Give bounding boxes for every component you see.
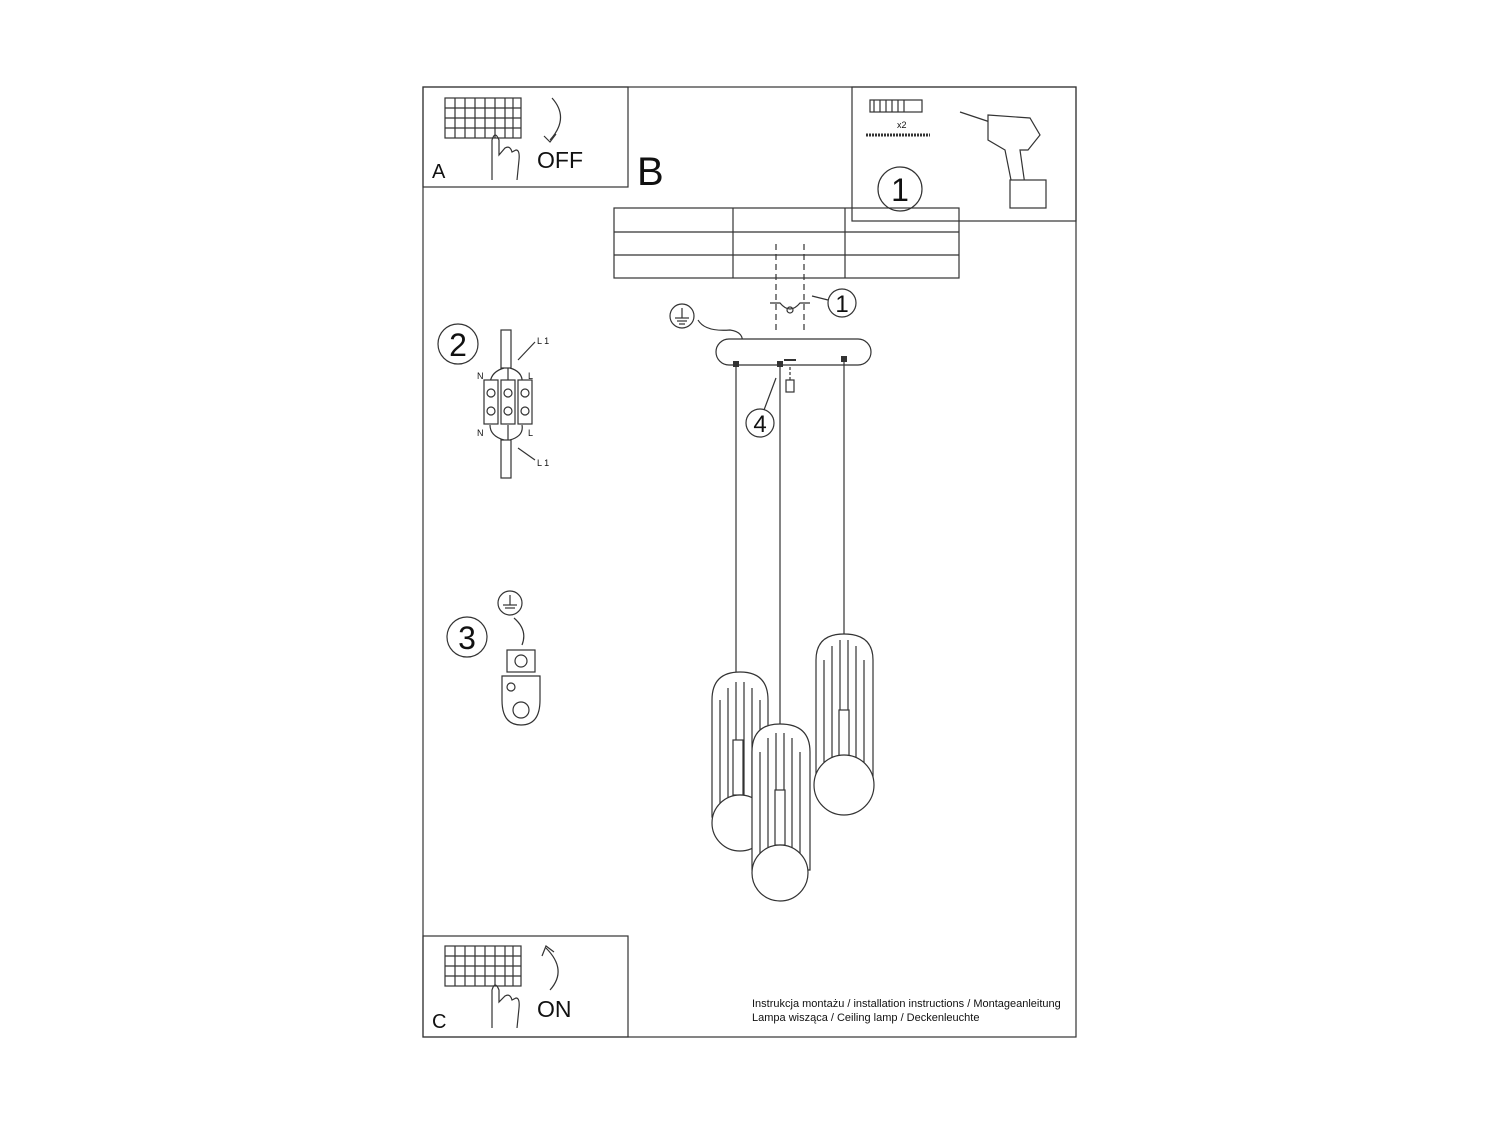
ground-diagram: 3 — [446, 590, 541, 726]
svg-text:N: N — [477, 428, 484, 438]
screw-step-number: 4 — [753, 411, 766, 438]
svg-text:L: L — [528, 428, 533, 438]
wiring-step-number: 2 — [449, 327, 467, 363]
breaker-box-icon — [444, 97, 522, 139]
pendant-shade-center — [751, 723, 811, 902]
ceiling-slab — [613, 207, 960, 279]
mounting-screws — [775, 244, 805, 330]
hand-icon — [491, 134, 520, 181]
panel-a-power-off: A OFF — [422, 86, 629, 188]
panel-c-power-on: C ON — [422, 935, 629, 1038]
tools-step-circle — [877, 166, 923, 212]
wall-plug-icon — [869, 99, 923, 113]
outer-frame — [422, 86, 1077, 1038]
bracket-step-circle — [827, 288, 857, 318]
drill-icon — [959, 111, 1047, 209]
ground-icon — [669, 303, 695, 329]
footer-instructions: Instrukcja montażu / installation instru… — [752, 998, 1061, 1010]
svg-text:L: L — [528, 371, 533, 381]
hand-icon — [491, 984, 520, 1029]
arrow-up-icon — [545, 947, 559, 991]
footer-product: Lampa wisząca / Ceiling lamp / Deckenleu… — [752, 1012, 979, 1024]
wiring-step-circle — [437, 323, 479, 365]
panel-a-letter: A — [432, 161, 446, 183]
tools-panel: x2 1 — [851, 86, 1077, 222]
panel-c-letter: C — [432, 1011, 446, 1033]
panel-a-action: OFF — [537, 147, 583, 173]
screw-step-circle — [745, 408, 775, 438]
breaker-box-icon — [444, 945, 522, 987]
ground-terminal — [501, 675, 541, 726]
ground-symbol-icon — [497, 590, 523, 616]
set-screw-icon — [785, 367, 795, 393]
suspension-cables — [735, 362, 845, 727]
tools-quantity: x2 — [897, 120, 907, 130]
ground-step-number: 3 — [458, 620, 476, 656]
pendant-shade-right — [813, 633, 875, 816]
svg-text:L 1: L 1 — [537, 336, 549, 346]
canopy — [715, 338, 872, 367]
ground-step-circle — [446, 616, 488, 658]
arrow-down-icon — [549, 97, 562, 141]
svg-text:L 1: L 1 — [537, 458, 549, 468]
svg-text:N: N — [477, 371, 484, 381]
mounting-bracket — [770, 302, 810, 310]
panel-b-letter: B — [637, 150, 664, 194]
wiring-diagram: 2 L 1 N L N L L 1 — [437, 323, 549, 479]
panel-c-action: ON — [537, 996, 572, 1022]
bracket-step-number: 1 — [835, 291, 848, 318]
tools-step-number: 1 — [891, 172, 909, 208]
